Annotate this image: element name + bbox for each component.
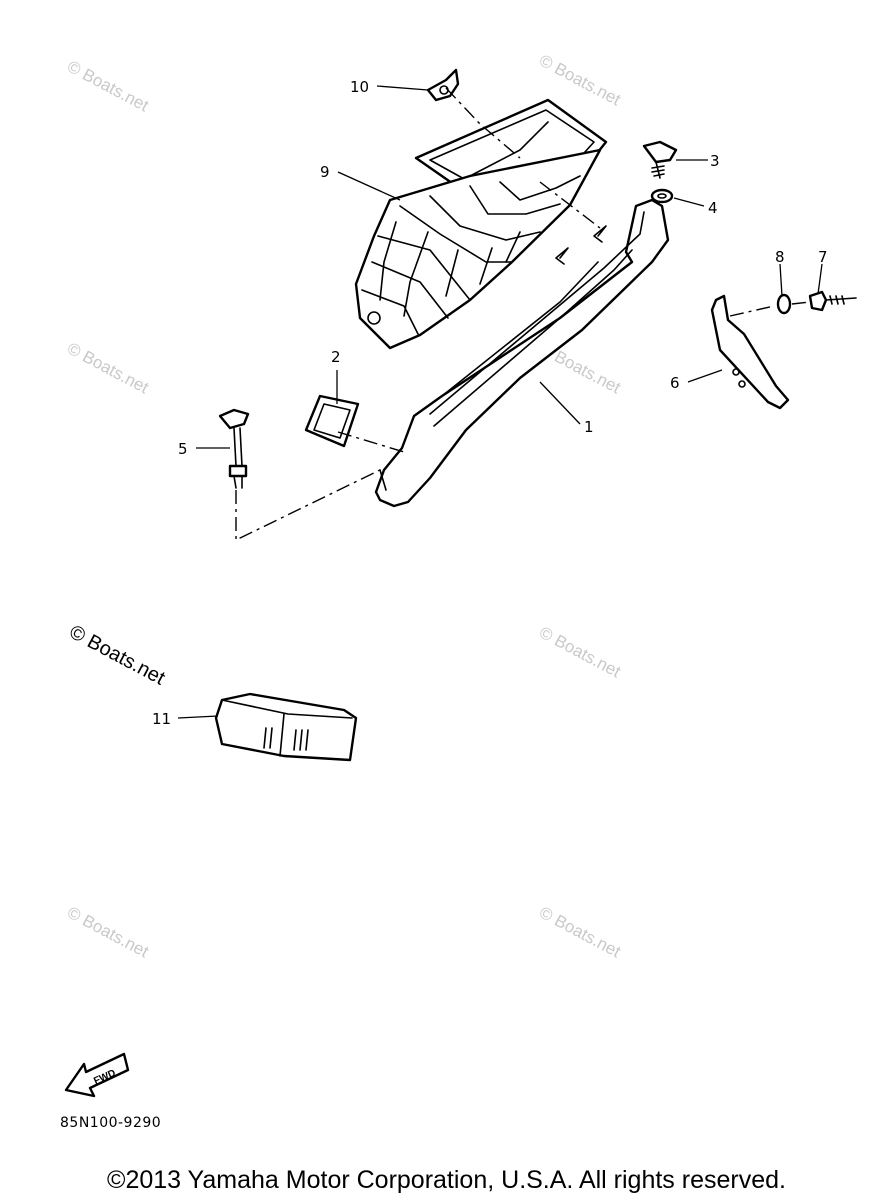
part-5-wing-bolt bbox=[218, 408, 250, 489]
callout-7: 7 bbox=[818, 248, 828, 266]
part-7-screw bbox=[808, 290, 857, 312]
part-9-intake-duct bbox=[354, 98, 608, 350]
part-11-foam-pad bbox=[214, 692, 358, 762]
part-6-bracket bbox=[710, 294, 790, 410]
callout-1: 1 bbox=[584, 418, 594, 436]
callout-8: 8 bbox=[775, 248, 785, 266]
callout-2: 2 bbox=[331, 348, 341, 366]
diagram-part-number: 85N100-9290 bbox=[60, 1115, 162, 1131]
part-4-grommet bbox=[650, 188, 674, 204]
callout-4: 4 bbox=[708, 199, 718, 217]
callouts: 1 2 3 4 5 6 7 8 9 10 11 bbox=[152, 78, 828, 728]
watermark-dark: © Boats.net bbox=[66, 621, 169, 690]
part-1-tray bbox=[374, 198, 670, 508]
callout-3: 3 bbox=[710, 152, 720, 170]
callout-6: 6 bbox=[670, 374, 680, 392]
part-2-gasket bbox=[304, 394, 360, 448]
watermark: © Boats.net bbox=[536, 623, 624, 682]
watermark: © Boats.net bbox=[64, 57, 152, 116]
part-8-collar bbox=[776, 293, 792, 315]
fwd-arrow-icon: FWD bbox=[64, 1052, 130, 1098]
watermark: © Boats.net bbox=[536, 903, 624, 962]
callout-11: 11 bbox=[152, 710, 171, 728]
callout-5: 5 bbox=[178, 440, 188, 458]
watermark: © Boats.net bbox=[64, 339, 152, 398]
callout-10: 10 bbox=[350, 78, 369, 96]
part-3-wing-screw bbox=[642, 140, 678, 179]
assembly-lines bbox=[235, 87, 811, 542]
leader-lines bbox=[177, 85, 823, 719]
watermark: © Boats.net bbox=[64, 903, 152, 962]
copyright-notice: ©2013 Yamaha Motor Corporation, U.S.A. A… bbox=[107, 1166, 786, 1194]
callout-9: 9 bbox=[320, 163, 330, 181]
